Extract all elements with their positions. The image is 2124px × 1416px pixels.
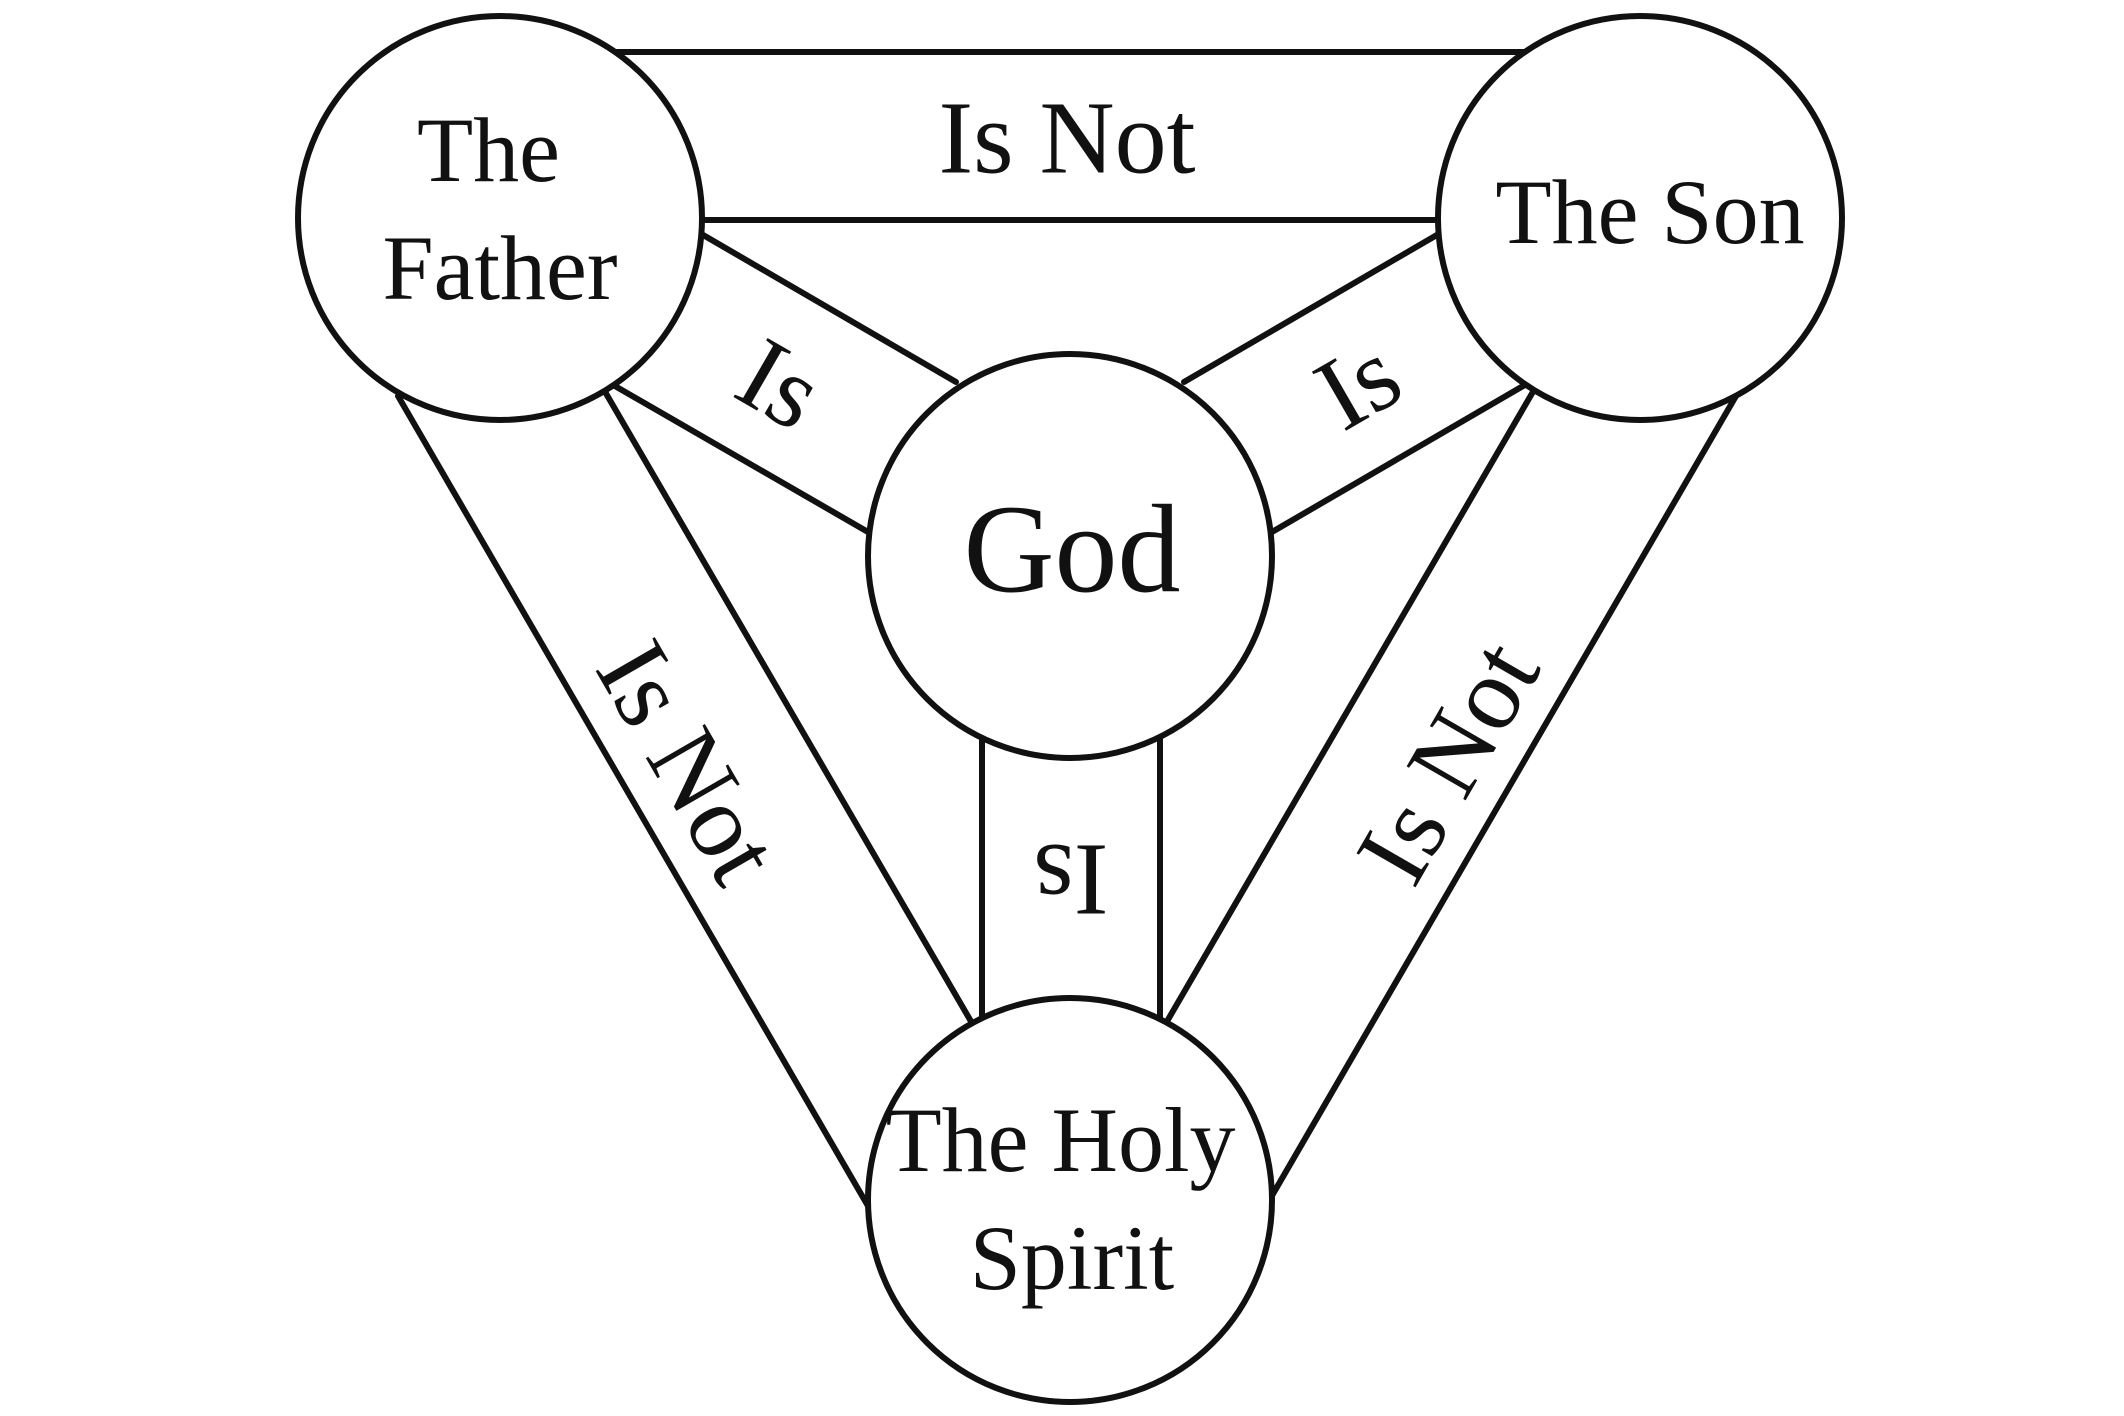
node-label-son-line-1: The Son — [1495, 161, 1804, 263]
band-father-spirit — [395, 387, 979, 1209]
node-label-father: The Father — [382, 99, 617, 319]
band-son-god — [1181, 229, 1533, 535]
relation-label-spirit-god: Is — [1033, 823, 1108, 938]
band-father-god — [605, 229, 959, 535]
node-label-spirit-line-1: The Holy — [885, 1089, 1235, 1191]
node-circle-father — [295, 13, 705, 423]
relation-label-father-son: Is Not — [938, 81, 1195, 196]
node-label-son: The Son — [1495, 161, 1804, 263]
node-label-spirit-line-2: Spirit — [970, 1207, 1175, 1309]
node-label-spirit: The Holy Spirit — [885, 1089, 1258, 1309]
relation-label-son-spirit: Is Not — [1334, 622, 1562, 902]
node-circle-spirit — [865, 995, 1275, 1405]
relation-label-father-god: Is — [719, 315, 842, 452]
band-father-son — [593, 49, 1541, 223]
band-spirit-god — [979, 731, 1163, 1027]
node-circle-god — [865, 351, 1275, 761]
node-circle-son — [1435, 13, 1845, 423]
node-label-father-line-2: Father — [382, 217, 617, 319]
band-son-spirit — [1159, 387, 1739, 1209]
node-label-father-line-1: The — [417, 99, 560, 201]
relation-label-son-god: Is — [1297, 315, 1420, 452]
node-label-god: God — [964, 481, 1181, 620]
